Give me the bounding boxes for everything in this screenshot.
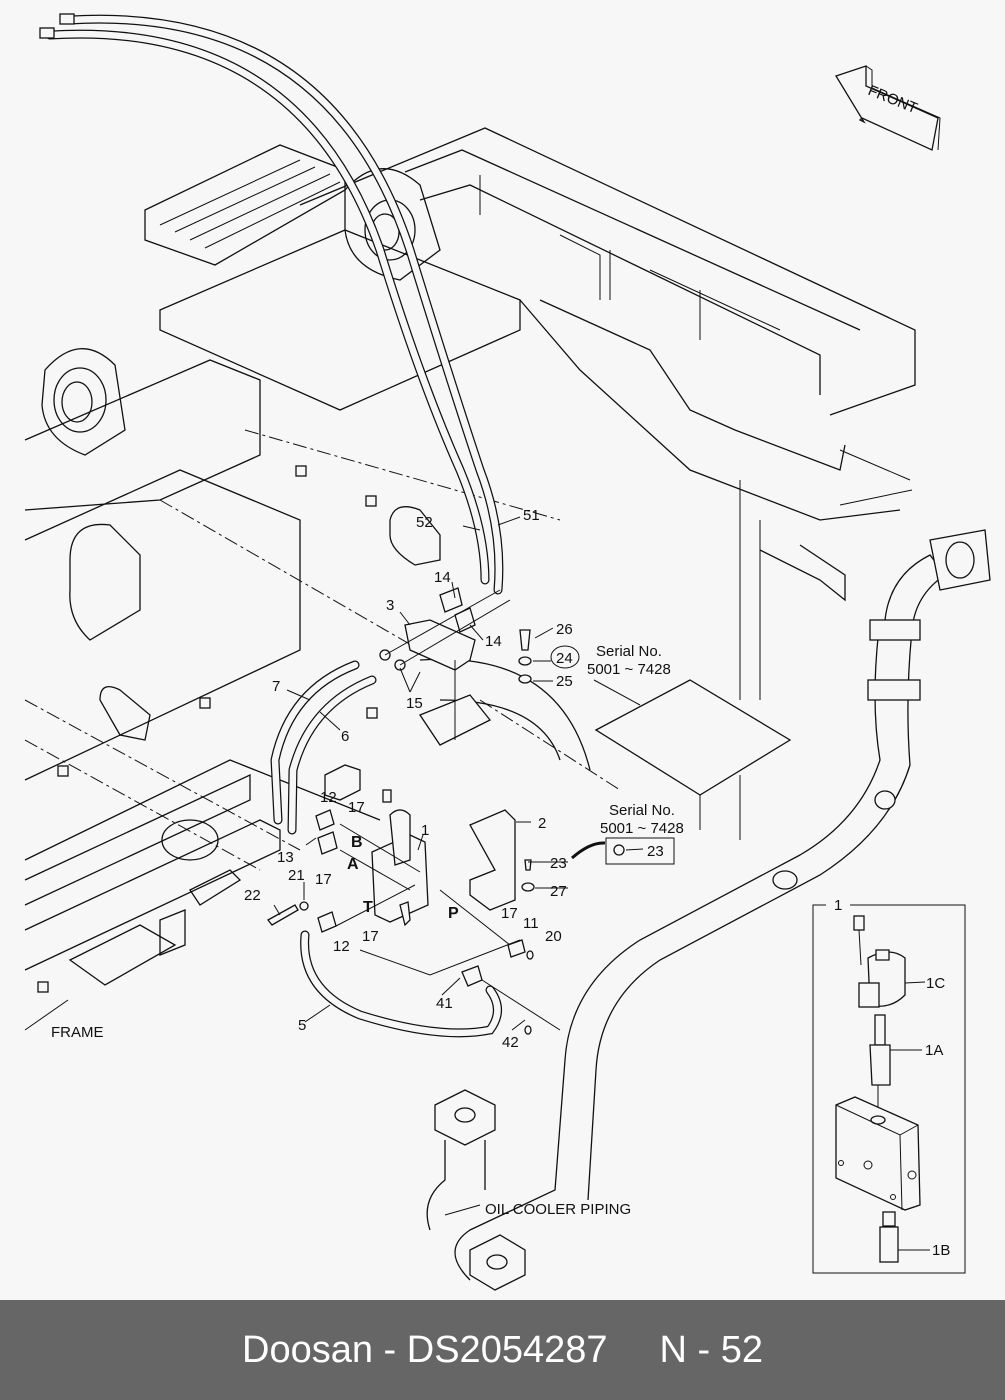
port-label-a: A: [347, 856, 359, 873]
serial-note-24: Serial No. 5001 ~ 7428: [587, 643, 671, 706]
callout-24: 24: [556, 650, 573, 667]
callout-15: 15: [406, 695, 423, 712]
footer-separator: -: [383, 1328, 397, 1371]
callout-circle: [550, 645, 580, 669]
callout-23: 23: [647, 843, 664, 860]
callout-1: 1: [421, 822, 429, 839]
valve-block: [835, 1096, 921, 1211]
connector-icon: [853, 915, 865, 931]
callout-41: 41: [436, 995, 453, 1012]
flange-bolt-icon: [613, 844, 625, 856]
footer-brand: Doosan: [242, 1328, 373, 1371]
callout-42: 42: [502, 1034, 519, 1051]
leader-lines: [273, 516, 568, 1031]
relief-valve: [879, 1226, 899, 1263]
callout-5: 5: [298, 1017, 306, 1034]
serial-note-range: 5001 ~ 7428: [587, 661, 671, 678]
frame-label: FRAME: [51, 1024, 104, 1041]
hose-end-fitting: [59, 13, 75, 25]
exploded-parts-diagram: 52 51 14 3 14 26 24 25 15 7 6 12 17 B 1 …: [24, 13, 991, 1291]
serial-note-23: Serial No. 5001 ~ 7428 23: [571, 802, 684, 865]
hose-end-fitting: [39, 27, 55, 39]
callout-17: 17: [315, 871, 332, 888]
callout-52: 52: [416, 514, 433, 531]
callout-12: 12: [320, 789, 337, 806]
callout-1b: 1B: [932, 1242, 950, 1259]
front-arrow: FRONT: [835, 65, 941, 151]
bolt-22: [267, 904, 299, 926]
footer-page-number: N - 52: [659, 1328, 763, 1371]
callout-3: 3: [386, 597, 394, 614]
callout-23: 23: [550, 855, 567, 872]
callout-2: 2: [538, 815, 546, 832]
valve-assembly-1: [267, 764, 561, 1035]
callout-21: 21: [288, 867, 305, 884]
serial-note-title: Serial No.: [596, 643, 662, 660]
replacement-part-box: [605, 837, 675, 865]
oil-cooler-piping-label: OIL COOLER PIPING: [485, 1201, 631, 1218]
callout-27: 27: [550, 883, 567, 900]
cartridge-valve: [869, 1044, 891, 1086]
port-label-b: B: [351, 834, 363, 851]
callout-13: 13: [277, 849, 294, 866]
frame-structure: [24, 127, 916, 993]
hoses-5-6-7: [270, 660, 502, 1038]
callout-17: 17: [501, 905, 518, 922]
footer-bar: Doosan - DS2054287 N - 52: [0, 1300, 1005, 1400]
callout-11: 11: [523, 915, 539, 932]
cartridge-stem: [874, 1014, 886, 1046]
callout-1a: 1A: [925, 1042, 943, 1059]
callout-14: 14: [485, 633, 502, 650]
footer-part-number: DS2054287: [406, 1328, 608, 1371]
serial-note-title: Serial No.: [609, 802, 675, 819]
port-label-t: T: [363, 899, 373, 916]
callout-26: 26: [556, 621, 573, 638]
callout-6: 6: [341, 728, 349, 745]
inset-title: 1: [834, 897, 842, 914]
callout-12: 12: [333, 938, 350, 955]
callout-17: 17: [362, 928, 379, 945]
hoses-51-52: [39, 13, 504, 595]
callout-7: 7: [272, 678, 280, 695]
callout-20: 20: [545, 928, 562, 945]
port-label-p: P: [448, 905, 459, 922]
callout-labels: 52 51 14 3 14 26 24 25 15 7 6 12 17 B 1 …: [244, 507, 580, 1051]
serial-note-range: 5001 ~ 7428: [600, 820, 684, 837]
callout-25: 25: [556, 673, 573, 690]
callout-1c: 1C: [926, 975, 945, 992]
callout-17: 17: [348, 799, 365, 816]
plug-21: [299, 901, 309, 911]
callout-14: 14: [434, 569, 451, 586]
callout-22: 22: [244, 887, 261, 904]
bracket-3-assembly: [379, 587, 792, 840]
detail-inset-valve: 1 1C 1A 1B: [812, 897, 966, 1274]
oil-cooler-piping: [426, 529, 991, 1291]
callout-51: 51: [523, 507, 540, 524]
